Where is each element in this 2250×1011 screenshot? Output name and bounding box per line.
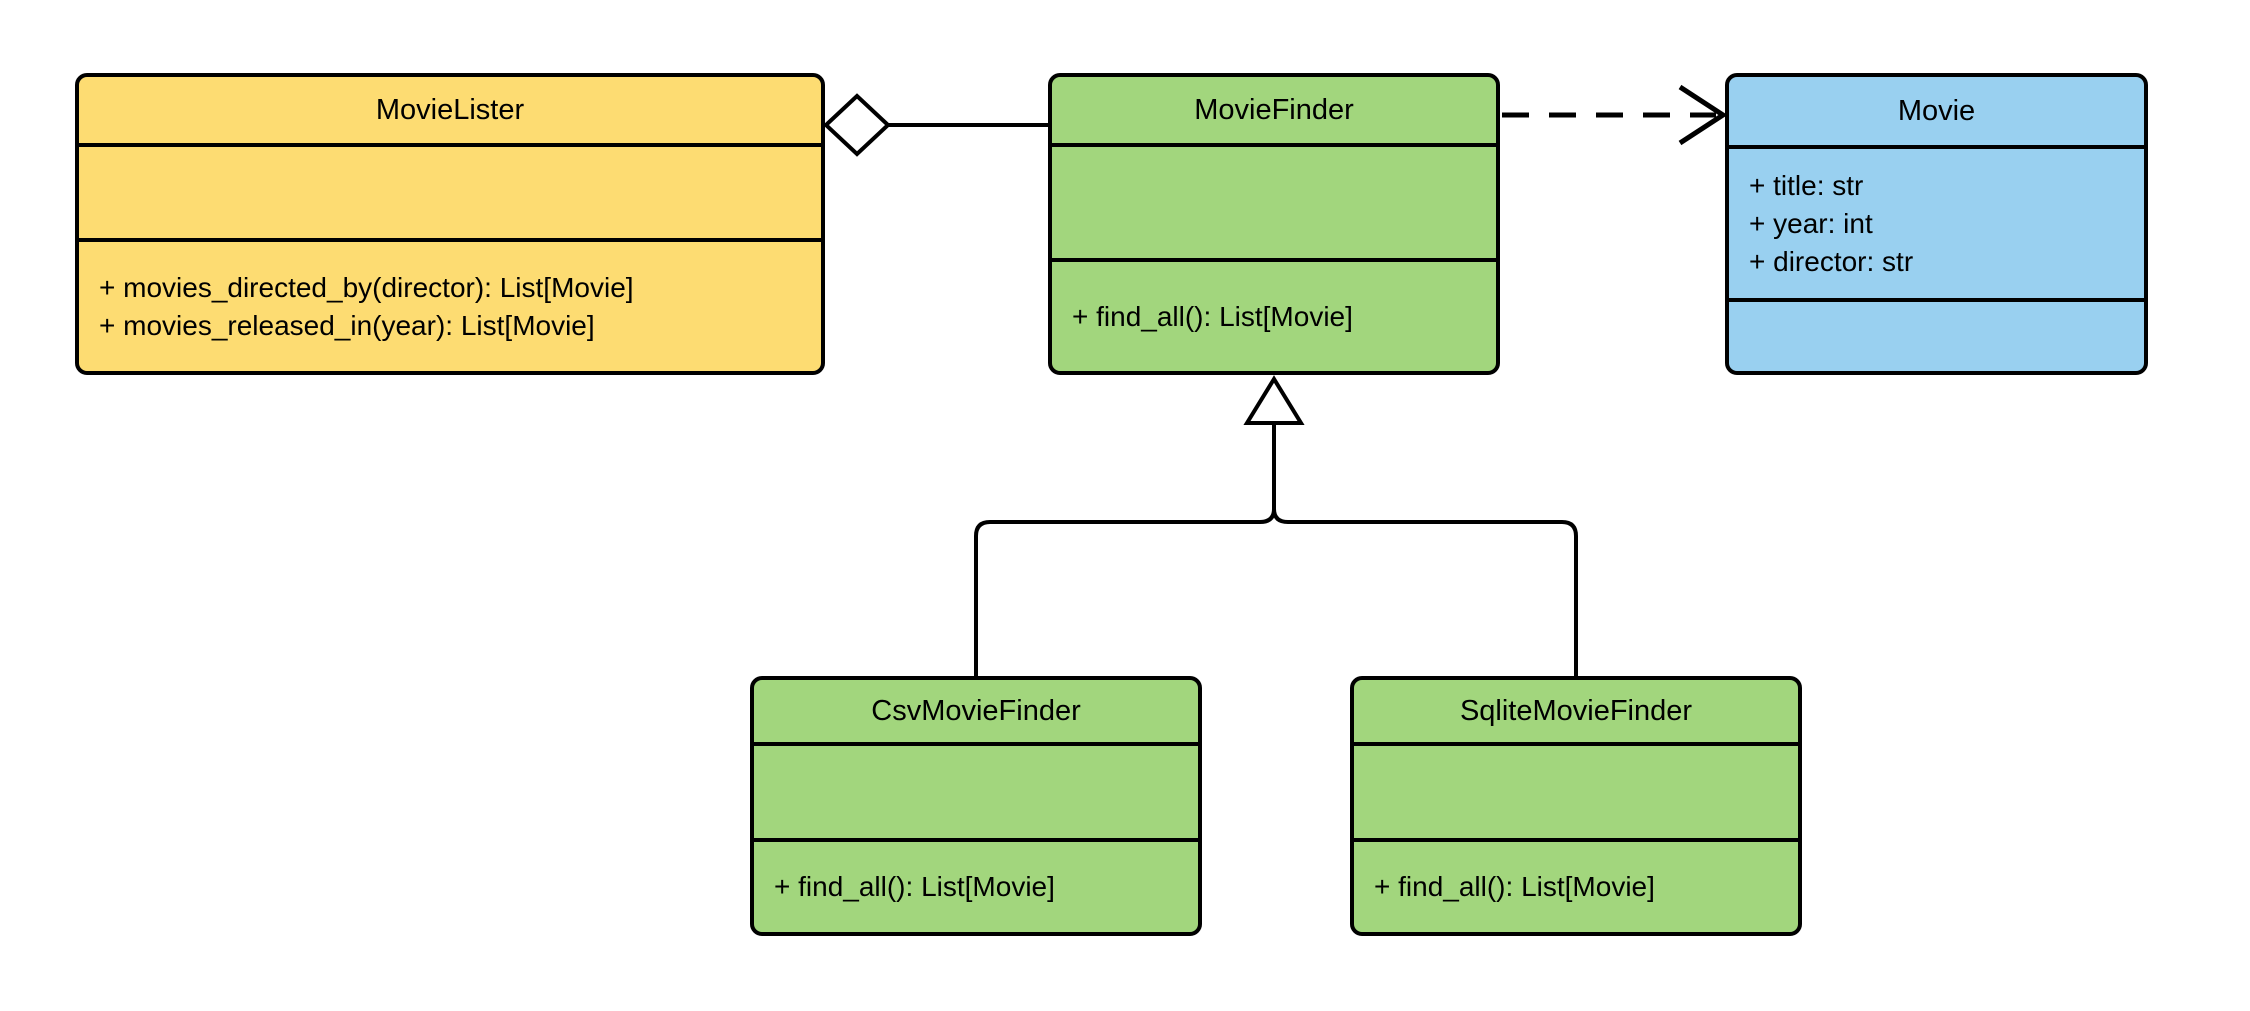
attribute-director: + director: str bbox=[1749, 245, 1914, 277]
class-box-movielister: MovieLister + movies_directed_by(directo… bbox=[75, 73, 825, 375]
method-movies-directed-by: + movies_directed_by(director): List[Mov… bbox=[99, 271, 634, 303]
class-box-movie: Movie + title: str + year: int + directo… bbox=[1725, 73, 2148, 375]
method-find-all-csvmoviefinder: + find_all(): List[Movie] bbox=[774, 871, 1055, 902]
inheritance-connector bbox=[974, 375, 1578, 678]
class-title-csvmoviefinder: CsvMovieFinder bbox=[871, 694, 1081, 727]
class-title-movielister: MovieLister bbox=[375, 93, 525, 126]
attribute-year: + year: int bbox=[1749, 207, 1873, 239]
class-attributes-movielister bbox=[79, 143, 821, 238]
class-attributes-movie: + title: str + year: int + director: str bbox=[1729, 145, 2144, 298]
dependency-connector bbox=[1502, 84, 1728, 146]
method-movies-released-in: + movies_released_in(year): List[Movie] bbox=[99, 309, 595, 341]
class-box-moviefinder: MovieFinder + find_all(): List[Movie] bbox=[1048, 73, 1500, 375]
class-methods-sqlitemoviefinder: + find_all(): List[Movie] bbox=[1354, 838, 1798, 932]
class-box-csvmoviefinder: CsvMovieFinder + find_all(): List[Movie] bbox=[750, 676, 1202, 936]
inheritance-line-csvmoviefinder bbox=[974, 421, 1276, 678]
class-title-movie: Movie bbox=[1897, 94, 1976, 127]
method-find-all-moviefinder: + find_all(): List[Movie] bbox=[1072, 300, 1353, 332]
class-methods-moviefinder: + find_all(): List[Movie] bbox=[1052, 258, 1496, 371]
attribute-title: + title: str bbox=[1749, 169, 1864, 201]
class-attributes-moviefinder bbox=[1052, 143, 1496, 258]
dependency-open-arrowhead-icon bbox=[1678, 84, 1728, 146]
class-title-sqlitemoviefinder: SqliteMovieFinder bbox=[1459, 694, 1693, 727]
class-attributes-csvmoviefinder bbox=[754, 742, 1198, 838]
inheritance-line-sqlitemoviefinder bbox=[1272, 421, 1578, 678]
class-methods-movielister: + movies_directed_by(director): List[Mov… bbox=[79, 238, 821, 371]
method-find-all-sqlitemoviefinder: + find_all(): List[Movie] bbox=[1374, 871, 1655, 902]
class-title-moviefinder: MovieFinder bbox=[1194, 93, 1354, 126]
inheritance-triangle-icon bbox=[1243, 375, 1305, 425]
aggregation-diamond-icon bbox=[823, 93, 891, 157]
aggregation-connector bbox=[823, 93, 1050, 157]
class-attributes-sqlitemoviefinder bbox=[1354, 742, 1798, 838]
class-methods-movie bbox=[1729, 298, 2144, 371]
class-methods-csvmoviefinder: + find_all(): List[Movie] bbox=[754, 838, 1198, 932]
class-box-sqlitemoviefinder: SqliteMovieFinder + find_all(): List[Mov… bbox=[1350, 676, 1802, 936]
